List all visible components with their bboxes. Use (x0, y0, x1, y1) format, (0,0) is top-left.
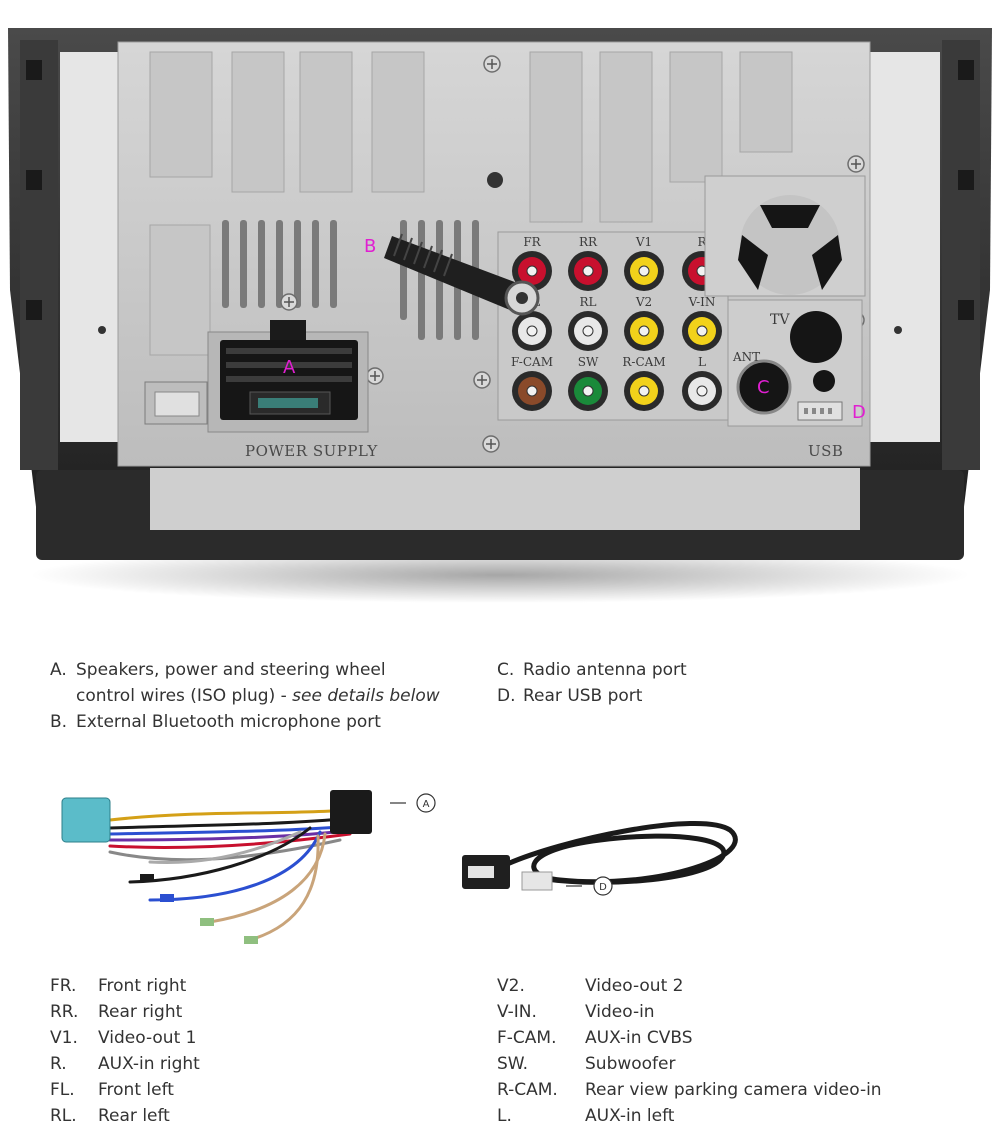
abbreviation-desc: Rear left (98, 1106, 170, 1126)
abbreviation-code: SW. (497, 1054, 529, 1074)
rca-jack-pin (582, 265, 594, 277)
legend-letter: C. (497, 660, 515, 680)
abbreviation-code: RL. (50, 1106, 77, 1126)
abbreviation-desc: AUX-in right (98, 1054, 200, 1074)
jack-label-rl: RL (579, 295, 596, 309)
legend-item-d: D. Rear USB port (497, 683, 642, 709)
abbreviation-desc: Front right (98, 976, 187, 996)
legend-italic: see details below (292, 686, 440, 706)
abbreviation-code: R. (50, 1054, 67, 1074)
abbreviation-code: V1. (50, 1028, 78, 1048)
abbreviation-code: FR. (50, 976, 77, 996)
jack-label-v1: V1 (635, 235, 652, 249)
usb-cable (462, 821, 738, 891)
abbreviation-code: RR. (50, 1002, 79, 1022)
shadow (30, 547, 970, 603)
abbreviation-code: L. (497, 1106, 512, 1126)
jack-label-r: R (697, 235, 707, 249)
callout-d-label: D (599, 882, 607, 893)
abbreviation-desc: AUX-in CVBS (585, 1028, 693, 1048)
power-supply-stamp: POWER SUPPLY (245, 442, 378, 460)
abbreviation-code: F-CAM. (497, 1028, 557, 1048)
accessories: A D (61, 790, 738, 944)
abbreviation-code: R-CAM. (497, 1080, 558, 1100)
right-panel (704, 175, 866, 427)
legend-item-a-cont: control wires (ISO plug) - see details b… (76, 683, 440, 709)
jack-label-fcam: F-CAM (511, 355, 553, 369)
marker-a: A (283, 357, 296, 378)
rca-jack-pin (638, 385, 650, 397)
antenna-port (736, 359, 792, 415)
tv-port (790, 311, 842, 363)
rca-jack-pin (526, 385, 538, 397)
abbreviation-desc: Video-out 1 (98, 1028, 197, 1048)
jack-label-rcam: R-CAM (622, 355, 665, 369)
rca-jack-pin (638, 325, 650, 337)
jack-label-v2: V2 (635, 295, 652, 309)
callout-a: A (390, 793, 436, 813)
jack-label-sw: SW (578, 355, 599, 369)
abbreviation-code: V-IN. (497, 1002, 537, 1022)
rca-jack-pin (696, 325, 708, 337)
rca-jack-pin (638, 265, 650, 277)
legend-text: Speakers, power and steering wheel (76, 660, 386, 680)
marker-d: D (852, 402, 866, 423)
abbreviation-desc: Rear view parking camera video-in (585, 1080, 882, 1100)
legend-letter: A. (50, 660, 67, 680)
jack-label-rr: RR (579, 235, 598, 249)
abbreviation-desc: Front left (98, 1080, 174, 1100)
abbreviation-desc: AUX-in left (585, 1106, 675, 1126)
rca-jack-pin (696, 385, 708, 397)
legend-text: Rear USB port (523, 686, 643, 706)
rca-jack-pin (582, 325, 594, 337)
lower-bracket (150, 468, 860, 530)
abbreviation-code: FL. (50, 1080, 75, 1100)
usb-stamp: USB (808, 442, 843, 460)
legend-text: Radio antenna port (523, 660, 687, 680)
legend-item-c: C. Radio antenna port (497, 657, 687, 683)
iso-harness (61, 790, 372, 944)
callout-d: D (566, 876, 613, 896)
microphone-plug (384, 233, 540, 316)
legend-item-a: A. Speakers, power and steering wheel (50, 657, 386, 683)
abbreviation-desc: Rear right (98, 1002, 183, 1022)
abbreviation-desc: Subwoofer (585, 1054, 676, 1074)
legend-text: control wires (ISO plug) - (76, 686, 293, 706)
jack-label-l: L (698, 355, 706, 369)
abbreviation-desc: Video-in (585, 1002, 655, 1022)
rca-jack-pin (582, 385, 594, 397)
legend-letter: B. (50, 712, 68, 732)
tv-stamp: TV (770, 312, 790, 328)
rca-jack-pin (526, 325, 538, 337)
jack-label-fr: FR (523, 235, 541, 249)
marker-b: B (364, 236, 376, 257)
legend-text: External Bluetooth microphone port (76, 712, 381, 732)
jack-label-vin: V-IN (688, 295, 716, 309)
legend-item-b: B. External Bluetooth microphone port (50, 709, 381, 735)
abbreviation-desc: Video-out 2 (585, 976, 684, 996)
rca-jack-pin (526, 265, 538, 277)
ant-stamp: ANT (732, 350, 760, 364)
marker-c: C (757, 377, 770, 398)
abbreviation-code: V2. (497, 976, 525, 996)
legend-letter: D. (497, 686, 516, 706)
callout-a-label: A (423, 799, 430, 810)
power-supply-area (144, 320, 369, 433)
aux-connector (154, 391, 200, 417)
